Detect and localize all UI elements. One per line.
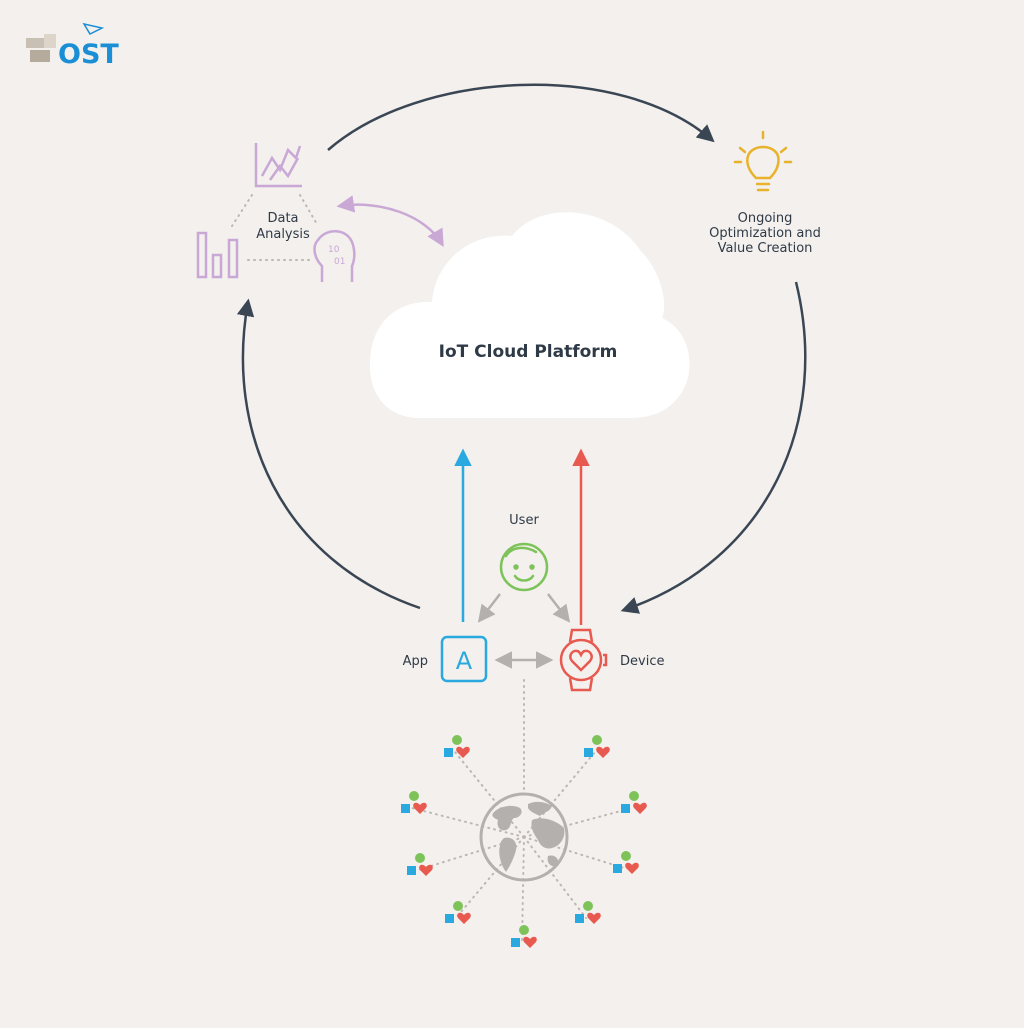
device-label: Device bbox=[620, 654, 664, 669]
network-endpoint bbox=[407, 853, 433, 876]
optimization-label-3: Value Creation bbox=[718, 241, 813, 256]
arrow-app-to-analysis bbox=[236, 298, 421, 610]
app-square-icon bbox=[445, 914, 454, 923]
app-node: App A bbox=[403, 635, 488, 683]
network-endpoint bbox=[613, 851, 639, 874]
analysis-dotted-links bbox=[231, 194, 319, 261]
logo-text: OST bbox=[58, 39, 119, 70]
optimization-node: Ongoing Optimization and Value Creation bbox=[709, 130, 821, 256]
logo-mark-icon bbox=[26, 22, 105, 62]
iot-cloud: IoT Cloud Platform bbox=[369, 212, 690, 418]
network-endpoint bbox=[444, 735, 470, 758]
network-endpoint bbox=[621, 791, 647, 814]
heart-icon bbox=[633, 802, 647, 814]
app-label: App bbox=[403, 654, 428, 669]
arrow-analysis-cloud-bidirectional bbox=[336, 195, 444, 248]
arrow-analysis-to-optimization bbox=[327, 83, 715, 151]
smartwatch-icon bbox=[559, 628, 608, 692]
arrow-user-to-app bbox=[477, 593, 501, 623]
globe-icon bbox=[479, 792, 569, 882]
user-label: User bbox=[509, 513, 539, 528]
network-endpoint bbox=[445, 901, 471, 924]
user-dot-icon bbox=[452, 735, 462, 745]
device-node: Device bbox=[559, 628, 664, 692]
app-square-icon bbox=[584, 748, 593, 757]
user-dot-icon bbox=[592, 735, 602, 745]
user-node: User bbox=[477, 513, 571, 623]
app-square-icon bbox=[621, 804, 630, 813]
user-dot-icon bbox=[621, 851, 631, 861]
network-spoke bbox=[523, 836, 587, 919]
svg-text:10: 10 bbox=[328, 245, 340, 255]
network-endpoint bbox=[575, 901, 601, 924]
heart-icon bbox=[596, 746, 610, 758]
network-spoke bbox=[411, 807, 525, 838]
user-dot-icon bbox=[629, 791, 639, 801]
app-icon: A bbox=[440, 635, 488, 683]
heart-icon bbox=[523, 936, 537, 948]
user-dot-icon bbox=[409, 791, 419, 801]
heart-icon bbox=[456, 746, 470, 758]
arrow-optimization-to-device bbox=[620, 281, 807, 614]
network-endpoint bbox=[401, 791, 427, 814]
lightbulb-icon bbox=[733, 130, 793, 192]
network-spoke bbox=[521, 836, 525, 943]
heart-icon bbox=[587, 912, 601, 924]
app-icon-glyph: A bbox=[456, 647, 473, 675]
svg-text:01: 01 bbox=[334, 257, 345, 267]
app-square-icon bbox=[511, 938, 520, 947]
heart-icon bbox=[625, 862, 639, 874]
cloud-title: IoT Cloud Platform bbox=[439, 342, 618, 362]
user-dot-icon bbox=[415, 853, 425, 863]
heart-icon bbox=[413, 802, 427, 814]
data-analysis-label-2: Analysis bbox=[256, 227, 310, 242]
network-endpoints bbox=[401, 735, 647, 948]
heart-icon bbox=[457, 912, 471, 924]
data-analysis-node: 10 01 Data Analysis bbox=[196, 143, 444, 282]
line-chart-icon bbox=[254, 143, 302, 188]
heart-icon bbox=[419, 864, 433, 876]
ost-logo: OST bbox=[26, 22, 119, 70]
network-endpoint bbox=[584, 735, 610, 758]
app-square-icon bbox=[575, 914, 584, 923]
optimization-label-2: Optimization and bbox=[709, 226, 821, 241]
ai-head-icon: 10 01 bbox=[313, 230, 356, 282]
optimization-label-1: Ongoing bbox=[738, 211, 793, 226]
user-dot-icon bbox=[583, 901, 593, 911]
cloud-shape bbox=[369, 212, 690, 418]
arrow-user-to-device bbox=[547, 593, 571, 623]
smiley-face-icon bbox=[499, 542, 549, 592]
app-square-icon bbox=[401, 804, 410, 813]
global-network bbox=[401, 679, 647, 948]
user-dot-icon bbox=[519, 925, 529, 935]
app-square-icon bbox=[613, 864, 622, 873]
bar-chart-icon bbox=[196, 231, 239, 279]
paper-plane-icon bbox=[82, 22, 105, 35]
user-dot-icon bbox=[453, 901, 463, 911]
app-square-icon bbox=[407, 866, 416, 875]
network-spoke bbox=[454, 751, 525, 838]
app-square-icon bbox=[444, 748, 453, 757]
data-analysis-label-1: Data bbox=[267, 211, 298, 226]
network-endpoint bbox=[511, 925, 537, 948]
